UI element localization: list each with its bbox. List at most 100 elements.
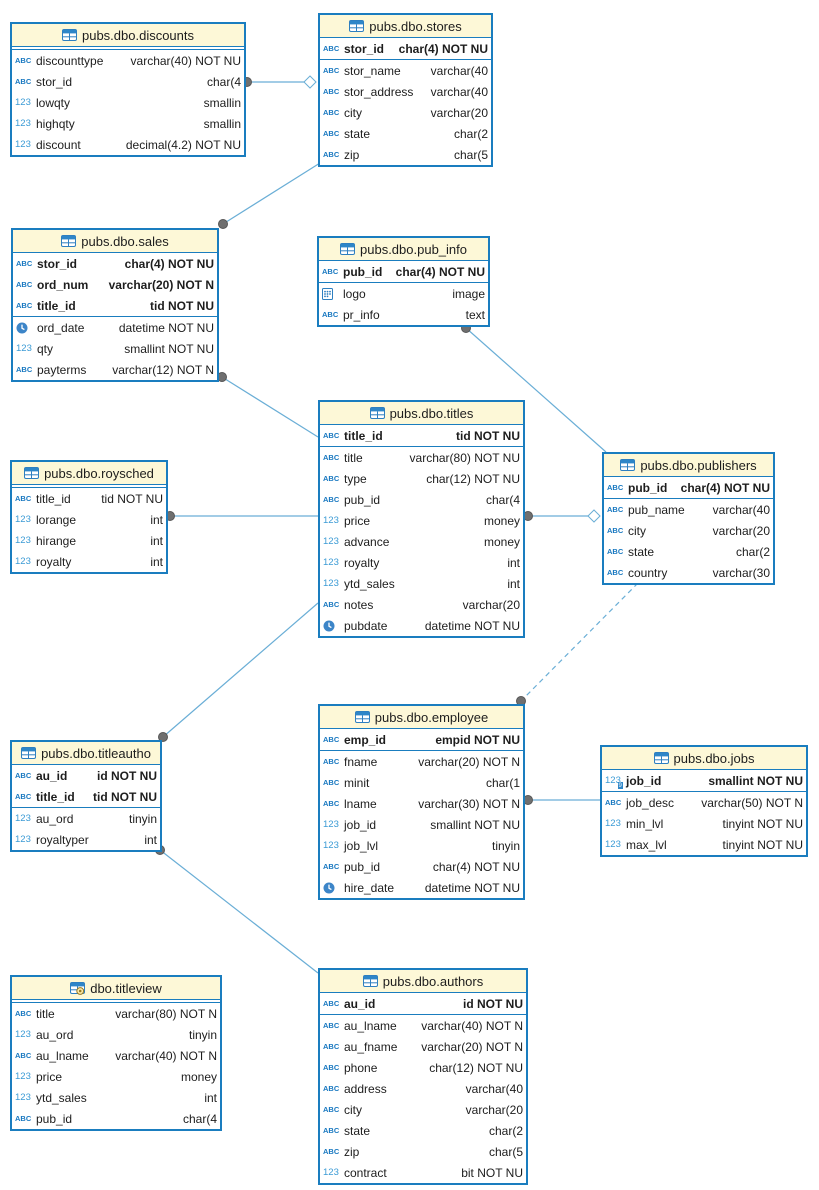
relation-line-publishers-employee[interactable] (520, 582, 639, 702)
relation-line-titles-titleauthor[interactable] (162, 602, 319, 738)
relation-line-titleauthor-authors[interactable] (159, 849, 319, 974)
entity-header-titleview[interactable]: dbo.titleview (12, 977, 220, 1000)
entity-header-employee[interactable]: pubs.dbo.employee (320, 706, 523, 729)
entity-header-stores[interactable]: pubs.dbo.stores (320, 15, 491, 38)
entity-header-pub_info[interactable]: pubs.dbo.pub_info (319, 238, 488, 261)
entity-header-sales[interactable]: pubs.dbo.sales (13, 230, 217, 253)
entity-header-authors[interactable]: pubs.dbo.authors (320, 970, 526, 993)
entity-header-titleauthor[interactable]: pubs.dbo.titleautho (12, 742, 160, 765)
entity-header-jobs[interactable]: pubs.dbo.jobs (602, 747, 806, 770)
entity-header-titles[interactable]: pubs.dbo.titles (320, 402, 523, 425)
entity-header-discounts[interactable]: pubs.dbo.discounts (12, 24, 244, 47)
relation-line-sales-titles[interactable] (221, 376, 319, 438)
entity-header-roysched[interactable]: pubs.dbo.roysched (12, 462, 166, 485)
entity-header-publishers[interactable]: pubs.dbo.publishers (604, 454, 773, 477)
relation-line-stores-sales[interactable] (222, 162, 321, 225)
